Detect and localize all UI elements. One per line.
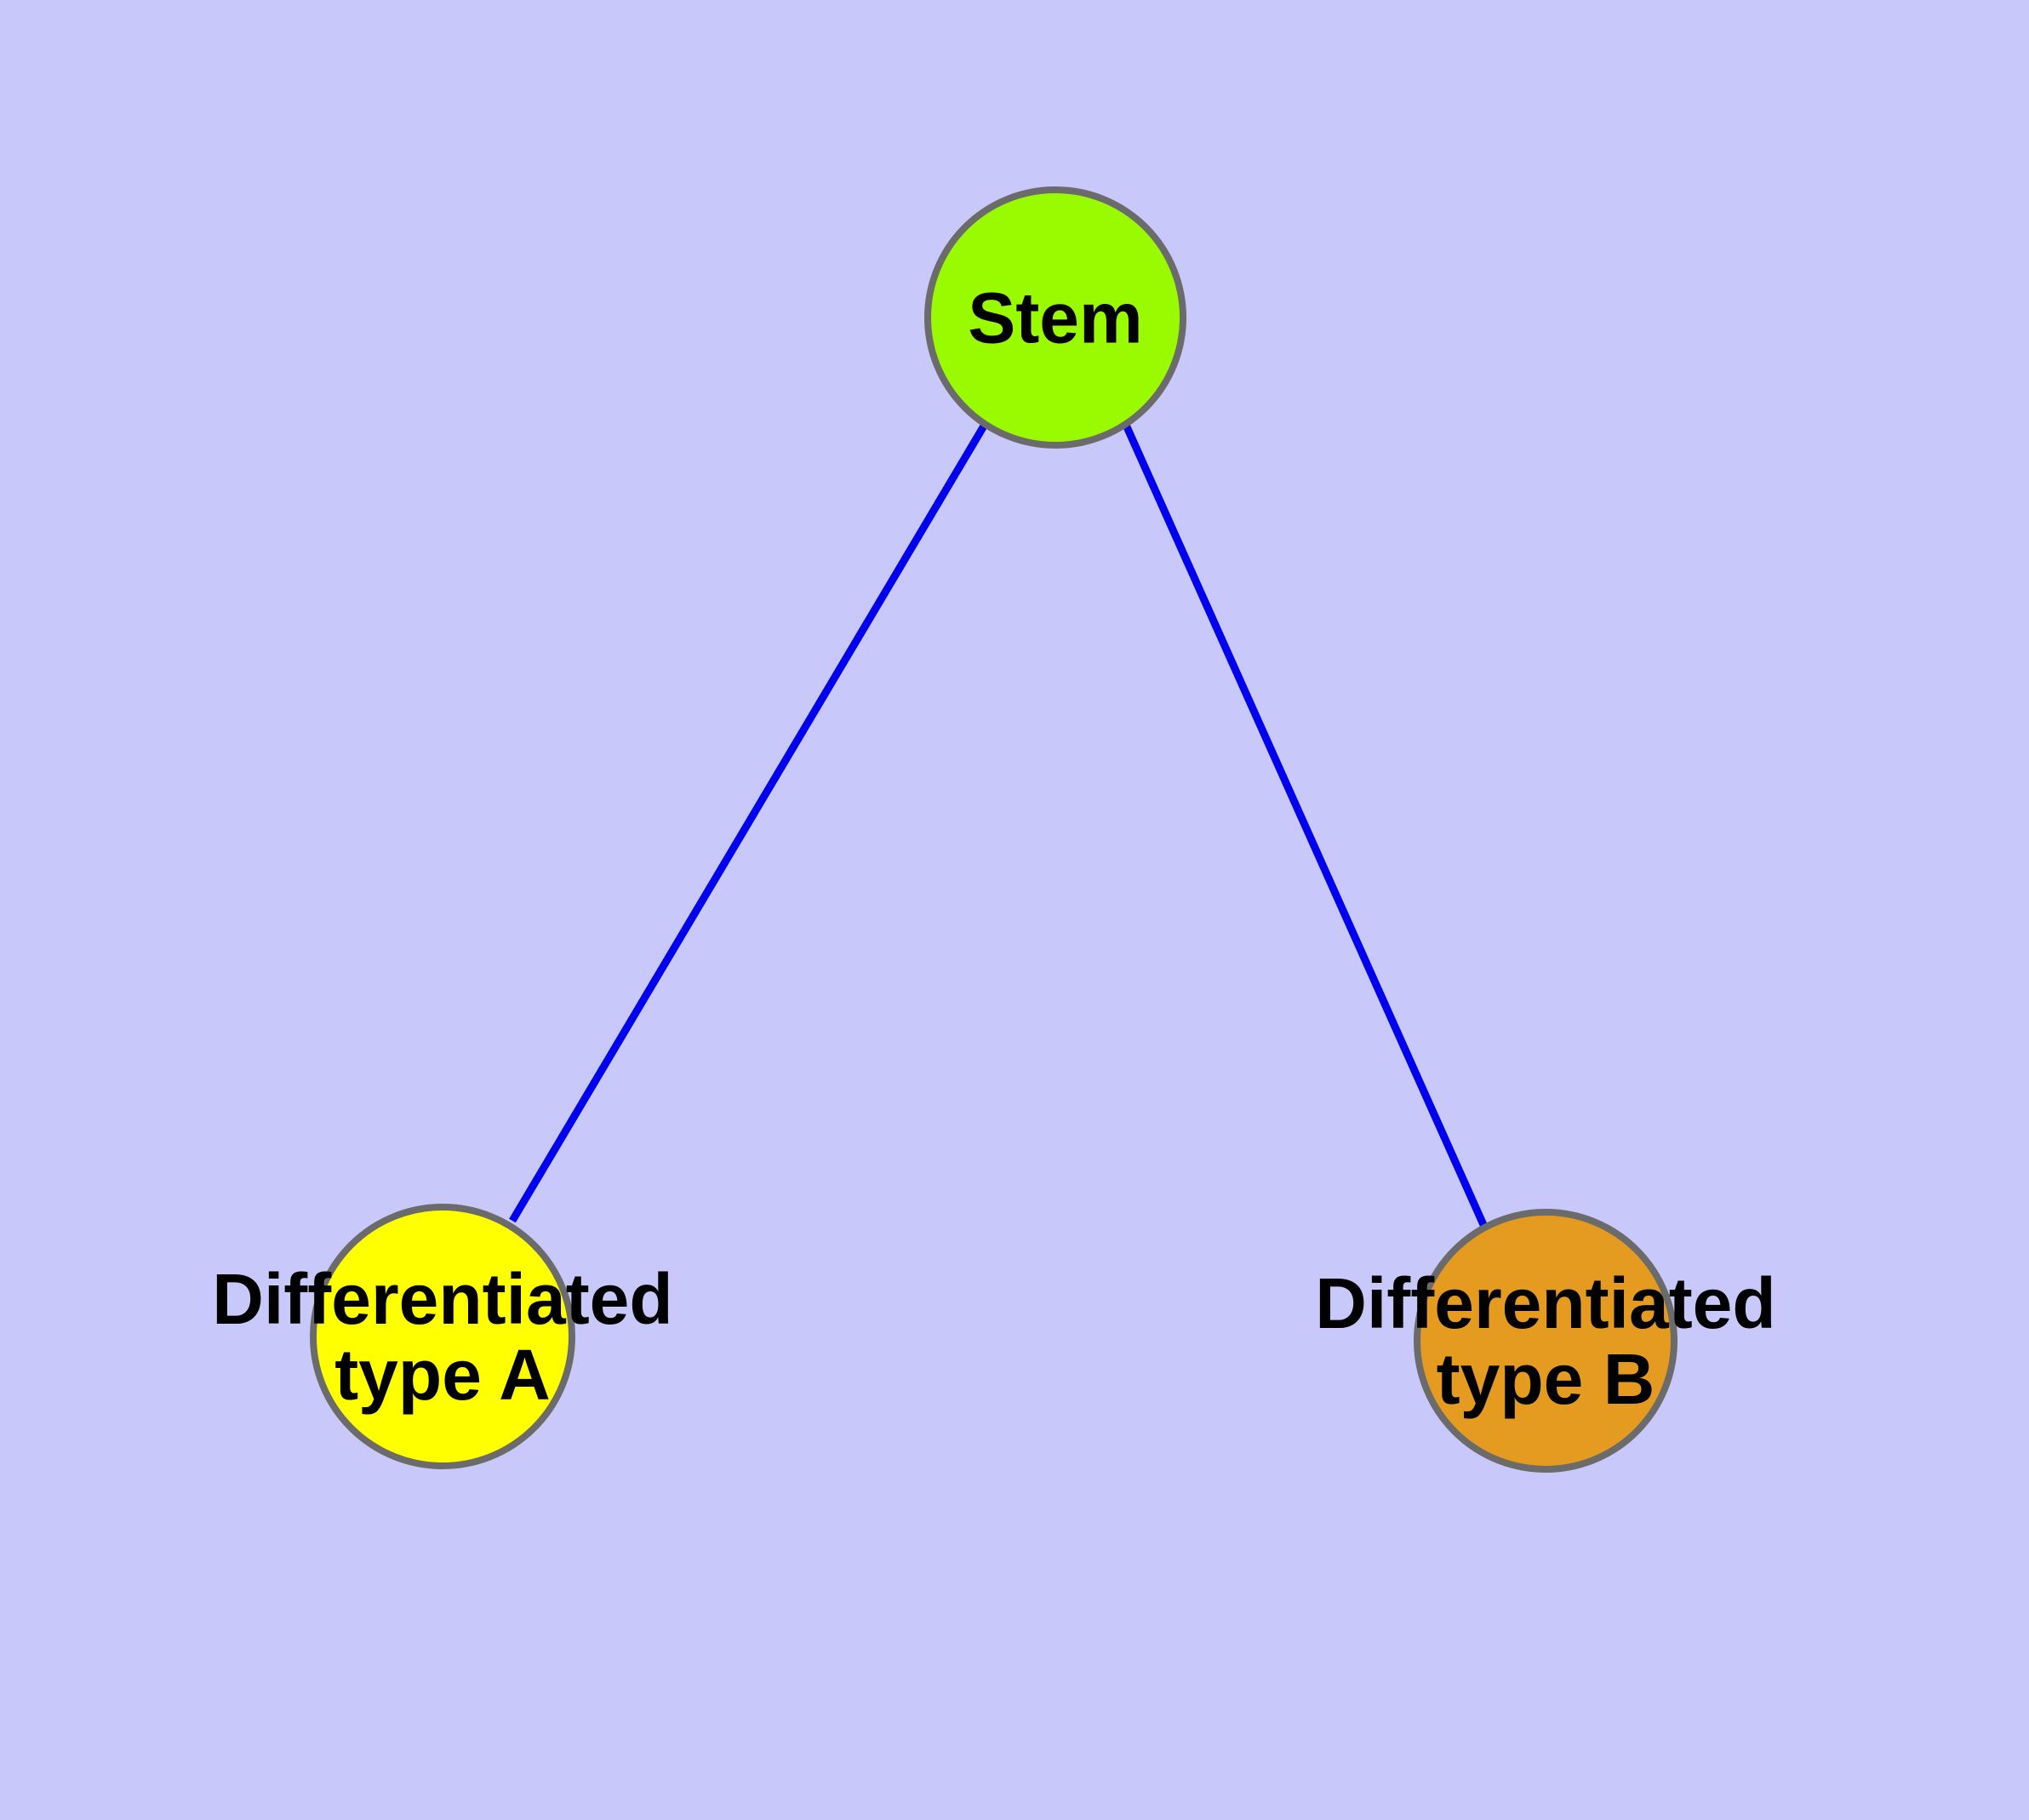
node-label-stem: Stem	[968, 278, 1142, 358]
node-label-line: Differentiated	[212, 1259, 672, 1339]
edges-layer	[509, 421, 1489, 1228]
node-stem[interactable]	[924, 186, 1186, 449]
edge-stem-to-diff-b[interactable]	[1121, 421, 1489, 1228]
node-label-line: type B	[1437, 1339, 1655, 1419]
node-label-line: Stem	[968, 278, 1142, 358]
node-diff-b[interactable]	[1414, 1209, 1677, 1473]
edge-stem-to-diff-a[interactable]	[509, 421, 989, 1223]
nodes-layer	[310, 186, 1677, 1473]
node-label-line: Differentiated	[1315, 1263, 1775, 1343]
node-diff-a[interactable]	[310, 1204, 575, 1469]
node-label-line: type A	[334, 1335, 551, 1415]
